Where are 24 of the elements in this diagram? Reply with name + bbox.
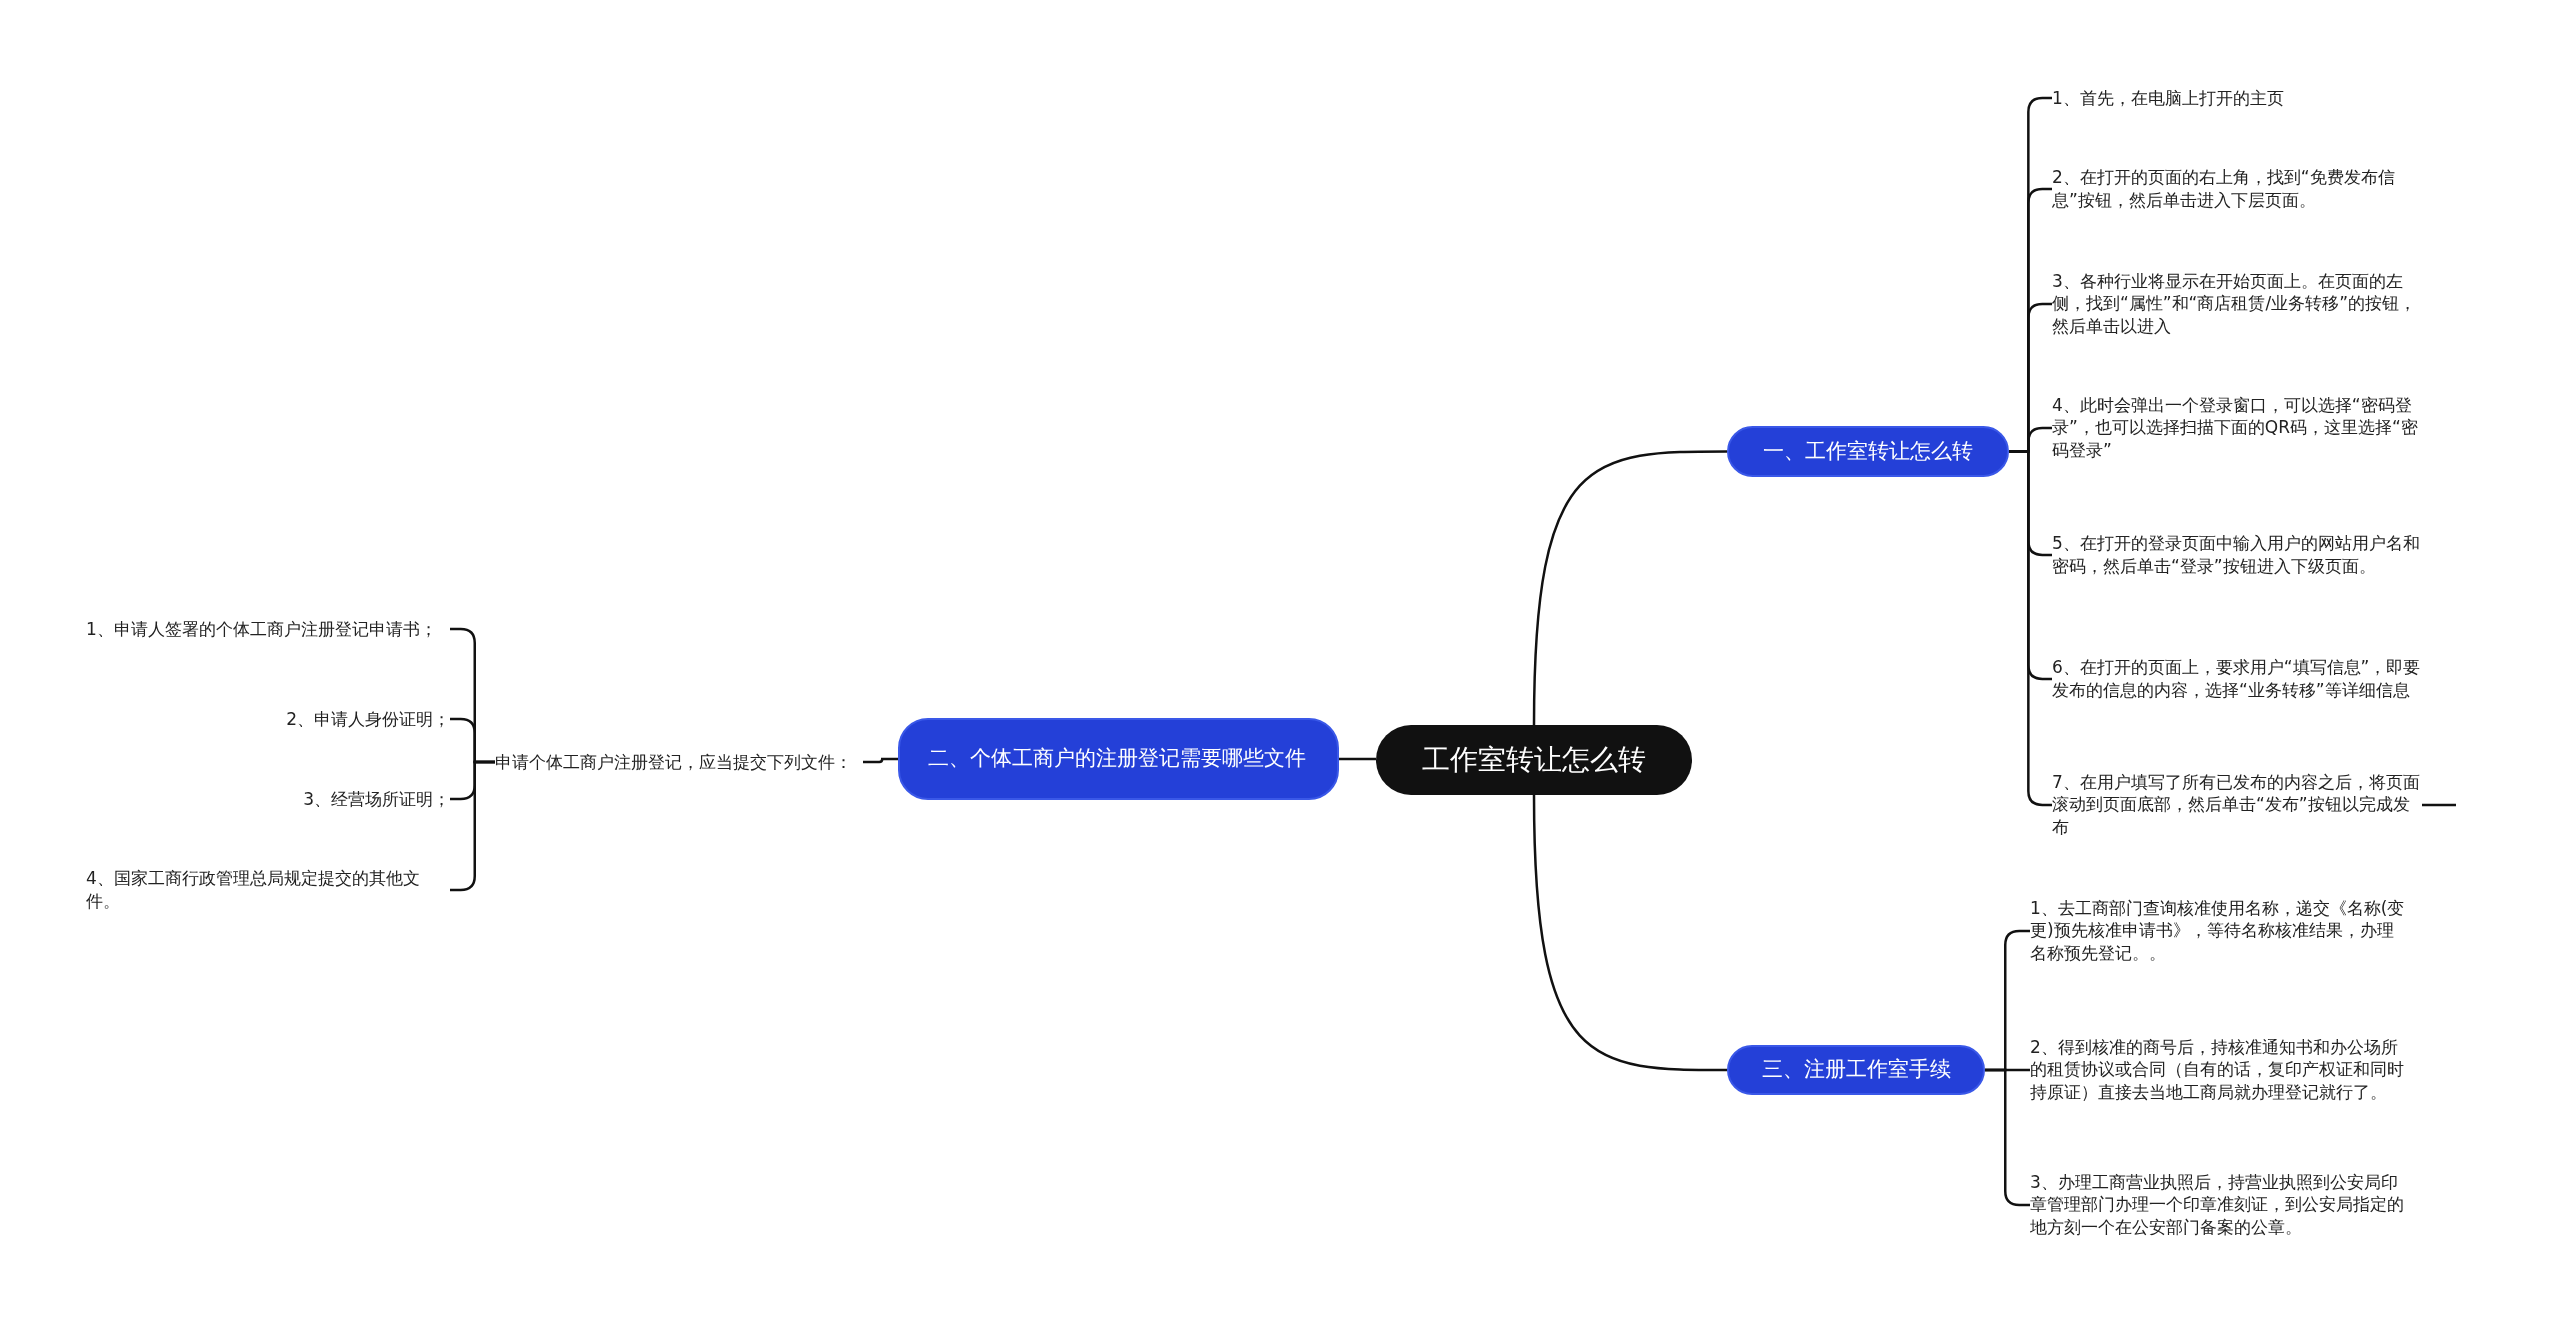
- note-text: 2、得到核准的商号后，持核准通知书和办公场所的租赁协议或合同（自有的话，复印产权证和同时持原证）直接去当地工商局就办理登记就行了。: [2030, 1035, 2405, 1105]
- note-text: 5、在打开的登录页面中输入用户的网站用户名和密码，然后单击“登录”按钮进入下级页面。: [2052, 532, 2422, 578]
- connector-line: [1532, 794, 1727, 1072]
- connector-line: [1339, 757, 1376, 761]
- note-text: 1、申请人签署的个体工商户注册登记申请书；: [86, 617, 450, 641]
- note-text: 3、经营场所证明；: [86, 787, 450, 811]
- connector-line: [863, 757, 898, 764]
- connector-line: [2422, 803, 2456, 807]
- note-text: 6、在打开的页面上，要求用户“填写信息”，即要发布的信息的内容，选择“业务转移”等详细信息: [2052, 656, 2422, 702]
- note-text: 4、此时会弹出一个登录窗口，可以选择“密码登录”，也可以选择扫描下面的QR码，这里选择“密码登录”: [2052, 393, 2422, 463]
- note-text: 7、在用户填写了所有已发布的内容之后，将页面滚动到页面底部，然后单击“发布”按钮以完成发布: [2052, 770, 2422, 840]
- note-text: 3、办理工商营业执照后，持营业执照到公安局印章管理部门办理一个印章准刻证，到公安局指定的地方刻一个在公安部门备案的公章。: [2030, 1170, 2405, 1240]
- note-text: 1、首先，在电脑上打开的主页: [2052, 86, 2422, 110]
- connector-line: [1532, 450, 1727, 726]
- note-text: 3、各种行业将显示在开始页面上。在页面的左侧，找到“属性”和“商店租赁/业务转移”的按钮，然后单击以进入: [2052, 269, 2422, 339]
- branch-topic: 二、个体工商户的注册登记需要哪些文件: [898, 718, 1339, 800]
- note-text: 2、申请人身份证明；: [86, 707, 450, 731]
- branch-topic: 一、工作室转让怎么转: [1727, 426, 2009, 477]
- note-text: 1、去工商部门查询核准使用名称，递交《名称(变更)预先核准申请书》，等待名称核准结果，办理名称预先登记。。: [2030, 896, 2405, 966]
- note-text: 申请个体工商户注册登记，应当提交下列文件：: [495, 750, 863, 774]
- branch-topic: 三、注册工作室手续: [1727, 1045, 1985, 1095]
- central-topic: 工作室转让怎么转: [1376, 725, 1692, 795]
- note-text: 2、在打开的页面的右上角，找到“免费发布信息”按钮，然后单击进入下层页面。: [2052, 166, 2422, 212]
- note-text: 4、国家工商行政管理总局规定提交的其他文件。: [86, 867, 450, 913]
